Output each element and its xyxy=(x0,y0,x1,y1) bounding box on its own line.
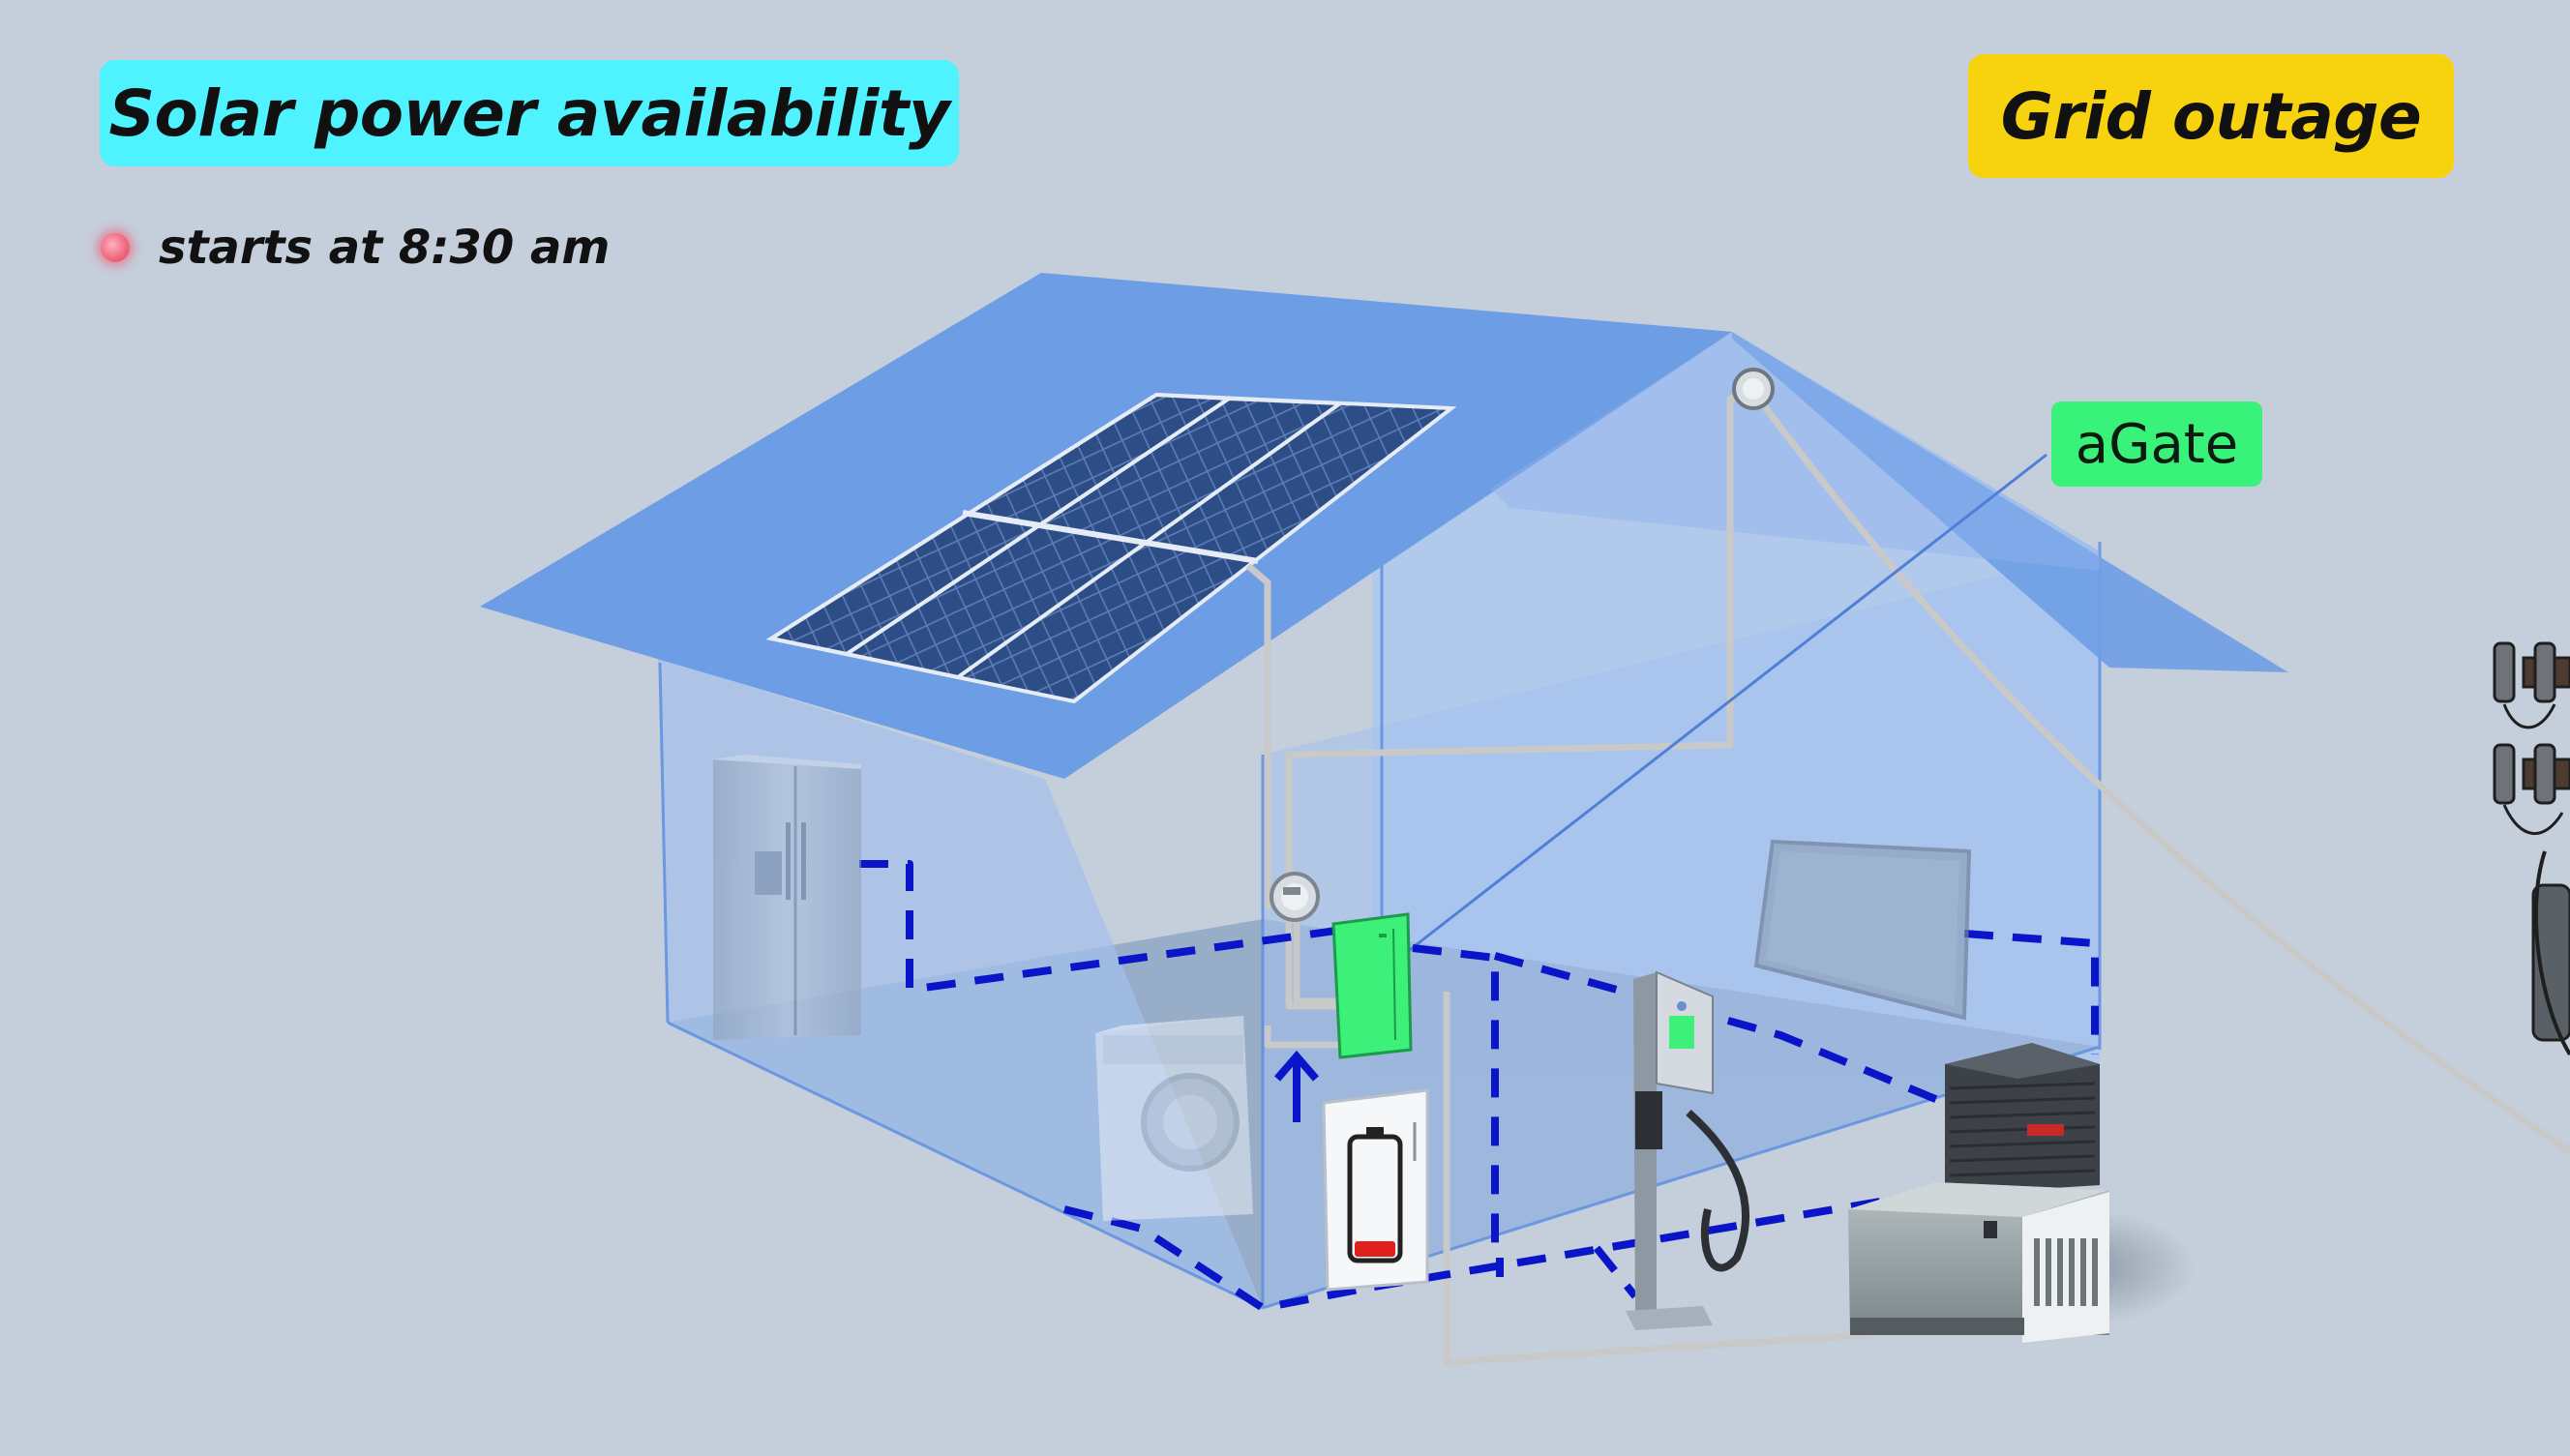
agate-leader-line xyxy=(1392,453,2047,965)
utility-pole-icon xyxy=(2493,641,2570,1056)
ev-charger-icon xyxy=(1626,970,1749,1330)
grid-outage-title: Grid outage xyxy=(1968,54,2454,178)
arrow-up-icon xyxy=(1273,1050,1320,1122)
solar-availability-title: Solar power availability xyxy=(100,60,959,166)
backup-circuit xyxy=(859,860,2099,1312)
house-right-wall xyxy=(1263,551,2100,1308)
solar-panel-array xyxy=(765,392,1457,704)
battery-low-icon xyxy=(1322,1088,1429,1292)
washing-machine-icon xyxy=(1095,1016,1253,1221)
electric-meter-icon xyxy=(1270,872,1320,922)
agate-gateway-icon xyxy=(1331,912,1413,1059)
status-row: starts at 8:30 am xyxy=(101,221,610,275)
roof-right xyxy=(1732,332,2288,672)
electric-meter-icon xyxy=(1732,368,1775,410)
refrigerator-icon xyxy=(713,755,861,1040)
television-icon xyxy=(1753,839,1972,1021)
air-conditioner-icon xyxy=(1945,1043,2100,1195)
red-dot-icon xyxy=(101,233,130,262)
solar-panel-icon xyxy=(841,396,1346,680)
status-text: starts at 8:30 am xyxy=(159,221,611,275)
generator-icon xyxy=(1848,1182,2109,1343)
agate-label: aGate xyxy=(2051,401,2262,487)
